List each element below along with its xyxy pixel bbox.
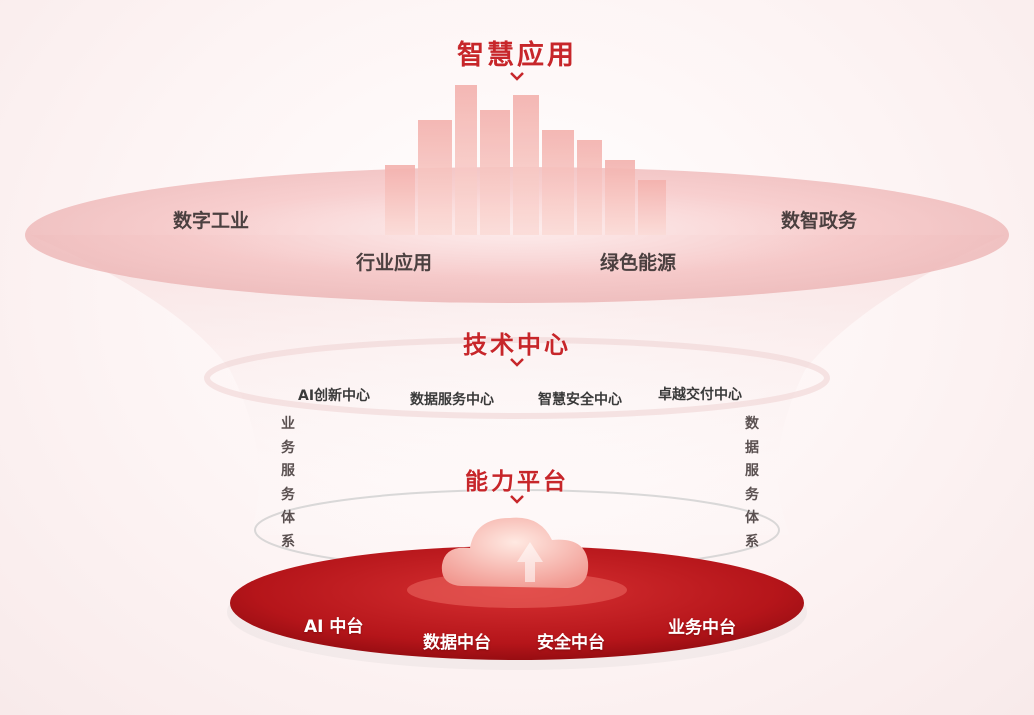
top-item-green-energy: 绿色能源 xyxy=(600,252,677,274)
top-item-digital-government: 数智政务 xyxy=(781,210,858,232)
top-item-digital-industry: 数字工业 xyxy=(173,210,250,232)
middle-section-title: 技术中心 xyxy=(463,331,571,359)
bottom-item-ai-platform: AI 中台 xyxy=(304,617,364,637)
bottom-item-security-platform: 安全中台 xyxy=(537,633,605,653)
chevron-down-icon xyxy=(510,358,524,367)
middle-item-data-service: 数据服务中心 xyxy=(410,392,494,408)
middle-item-smart-security: 智慧安全中心 xyxy=(538,392,622,408)
right-side-label: 数据服务体系 xyxy=(745,416,759,550)
top-item-industry-application: 行业应用 xyxy=(356,252,433,274)
bottom-section-title: 能力平台 xyxy=(465,469,569,495)
middle-item-ai-innovation: AI创新中心 xyxy=(298,388,371,404)
chevron-down-icon xyxy=(510,72,524,81)
bottom-item-business-platform: 业务中台 xyxy=(668,618,736,638)
chevron-down-icon xyxy=(510,495,524,504)
bottom-item-data-platform: 数据中台 xyxy=(423,633,491,653)
left-side-label: 业务服务体系 xyxy=(281,416,295,550)
top-section-title: 智慧应用 xyxy=(457,40,577,71)
middle-item-excellent-delivery: 卓越交付中心 xyxy=(658,387,742,403)
